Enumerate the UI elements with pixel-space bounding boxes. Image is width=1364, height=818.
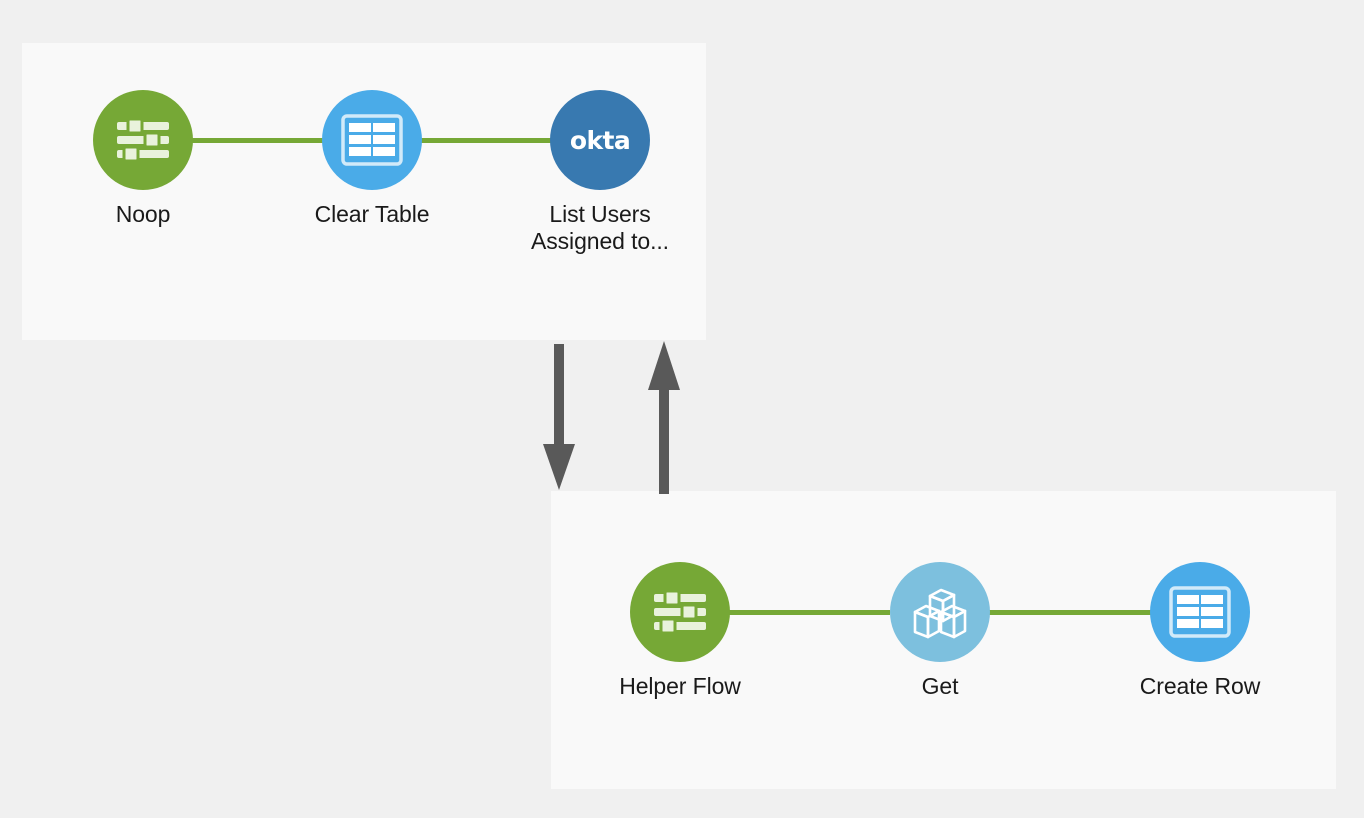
flow-step-clear-table[interactable]: Clear Table — [272, 90, 472, 228]
okta-logo-icon: okta — [569, 125, 631, 155]
flow-step-noop[interactable]: Noop — [43, 90, 243, 228]
okta-node-circle[interactable]: okta — [550, 90, 650, 190]
helper-flow-node-circle[interactable] — [630, 562, 730, 662]
connector-noop-to-clear-table — [171, 138, 351, 143]
flow-step-helper-flow[interactable]: Helper Flow — [580, 562, 780, 700]
flow-step-label: Create Row — [1139, 673, 1261, 699]
clear-table-node-circle[interactable] — [322, 90, 422, 190]
table-icon — [1169, 586, 1231, 638]
flow-step-create-row[interactable]: Create Row — [1100, 562, 1300, 700]
flow-step-label: Get — [921, 673, 959, 699]
cubes-icon — [910, 583, 970, 641]
flow-step-label: Helper Flow — [619, 673, 741, 699]
sliders-icon — [115, 117, 171, 163]
flow-step-list-users-assigned[interactable]: okta List Users Assigned to... — [500, 90, 700, 255]
flow-step-label: List Users Assigned to... — [531, 201, 669, 255]
connector-helper-flow-to-get — [708, 610, 890, 615]
connector-get-to-create-row — [969, 610, 1151, 615]
noop-node-circle[interactable] — [93, 90, 193, 190]
main-flow-panel[interactable]: Noop — [22, 43, 706, 340]
arrow-up-icon — [648, 341, 680, 494]
helper-flow-panel[interactable]: Helper Flow — [551, 491, 1336, 789]
get-node-circle[interactable] — [890, 562, 990, 662]
flow-step-get[interactable]: Get — [840, 562, 1040, 700]
connector-clear-table-to-list-users — [400, 138, 579, 143]
table-icon — [341, 114, 403, 166]
sliders-icon — [652, 589, 708, 635]
create-row-node-circle[interactable] — [1150, 562, 1250, 662]
arrow-down-icon — [543, 344, 575, 490]
flow-step-label: Noop — [115, 201, 171, 227]
flow-step-label: Clear Table — [314, 201, 430, 227]
